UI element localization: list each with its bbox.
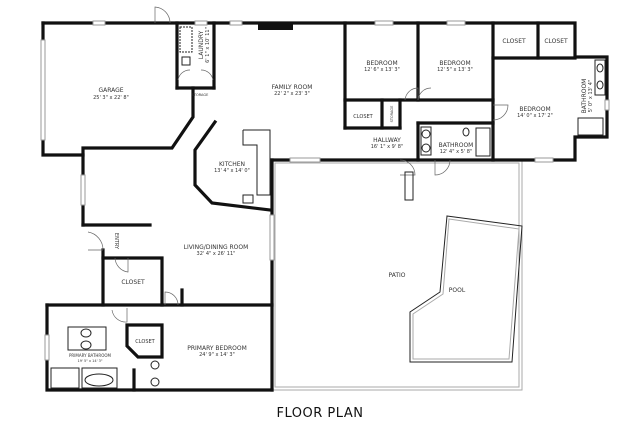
- pool-label: POOL: [449, 287, 466, 294]
- bathroom-right-label: BATHROOM: [581, 79, 588, 114]
- primary-bedroom-label: PRIMARY BEDROOM: [187, 345, 247, 352]
- kitchen-dims: 13' 4" x 14' 0": [214, 168, 250, 174]
- laundry-label: LAUNDRY: [198, 30, 205, 59]
- bedroom-3-dims: 14' 0" x 17' 2": [517, 113, 553, 119]
- living-room-dims: 32' 4" x 26' 11": [197, 251, 236, 257]
- hall-closet-label: CLOSET: [353, 114, 373, 120]
- windows: [40, 20, 610, 361]
- bathroom-label: BATHROOM: [439, 142, 474, 149]
- primary-bathroom-dims: 19' 5" x 14' 3": [77, 359, 102, 363]
- living-room-label: LIVING/DINING ROOM: [184, 244, 249, 251]
- garage-label: GARAGE: [98, 87, 123, 94]
- hall-storage-label: STORAGE: [390, 106, 394, 123]
- bathroom-dims: 12' 4" x 5' 8": [440, 149, 473, 155]
- patio-label: PATIO: [388, 272, 405, 279]
- closet-1-label: CLOSET: [502, 38, 526, 45]
- bedroom-2-label: BEDROOM: [439, 60, 470, 67]
- bathroom-right-dims: 5' 0" x 13' 4": [588, 80, 594, 113]
- doors: [87, 6, 509, 323]
- bedroom-3-label: BEDROOM: [519, 106, 550, 113]
- primary-bedroom-dims: 24' 9" x 14' 3": [199, 352, 235, 358]
- hallway-label: HALLWAY: [373, 137, 401, 144]
- hallway-dims: 16' 1" x 9' 8": [371, 144, 404, 150]
- room-labels: GARAGE 25' 3" x 22' 8" LAUNDRY 6' 1" x 1…: [69, 27, 594, 363]
- fixtures: [50, 26, 606, 389]
- garage-dims: 25' 3" x 22' 8": [93, 95, 129, 101]
- family-room-dims: 22' 2" x 23' 3": [274, 91, 310, 97]
- family-room-label: FAMILY ROOM: [272, 84, 313, 91]
- primary-closet-label: CLOSET: [135, 339, 155, 345]
- storage-label: STORAGE: [192, 93, 209, 97]
- entry-label: ENTRY: [113, 233, 119, 250]
- laundry-dims: 6' 1" x 10' 11": [205, 27, 211, 63]
- kitchen-label: KITCHEN: [219, 161, 245, 168]
- walls: [41, 21, 609, 392]
- closet-2-label: CLOSET: [544, 38, 568, 45]
- primary-bathroom-label: PRIMARY BATHROOM: [69, 353, 111, 358]
- entry-closet-label: CLOSET: [121, 279, 145, 286]
- bedroom-1-dims: 12' 6" x 13' 3": [364, 67, 400, 73]
- pool-outline: [409, 215, 523, 363]
- bedroom-1-label: BEDROOM: [366, 60, 397, 67]
- bedroom-2-dims: 12' 5" x 13' 3": [437, 67, 473, 73]
- floor-plan-title: FLOOR PLAN: [276, 406, 364, 421]
